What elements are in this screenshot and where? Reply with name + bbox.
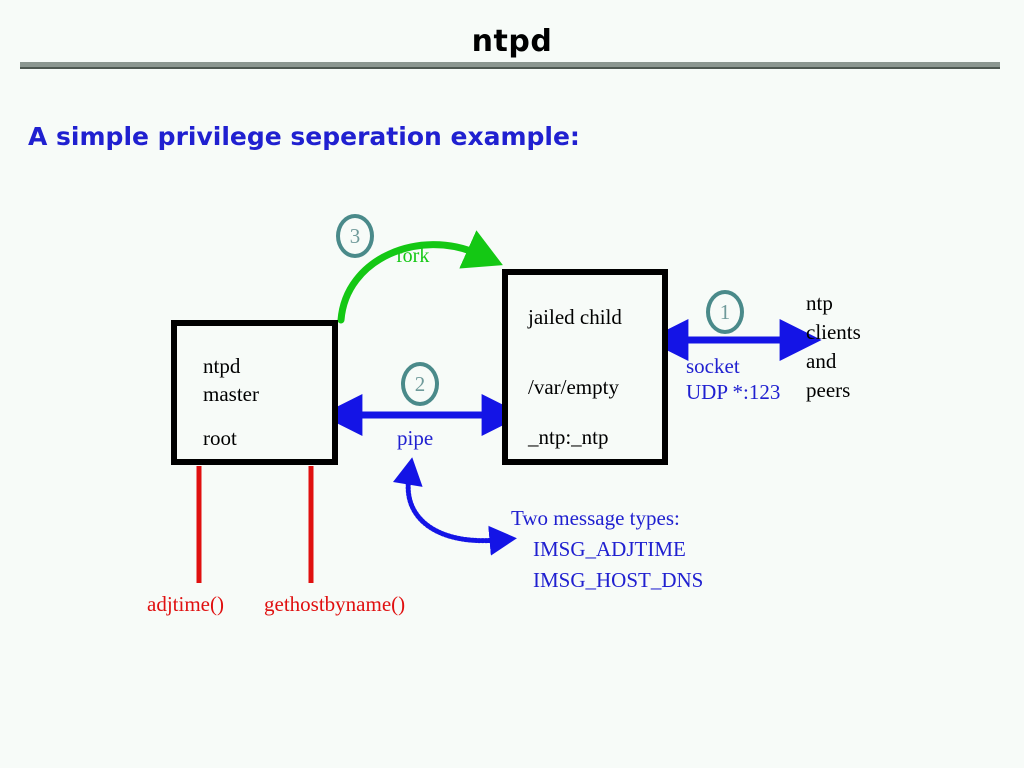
master-process-name: ntpd bbox=[203, 354, 241, 378]
syscall-label-gethostbyname: gethostbyname() bbox=[264, 592, 406, 616]
process-box-jailed-child: jailed child /var/empty _ntp:_ntp bbox=[502, 269, 668, 465]
message-types-heading: Two message types: bbox=[511, 506, 680, 530]
syscall-label-adjtime: adjtime() bbox=[147, 592, 224, 616]
header-divider bbox=[20, 62, 1000, 69]
fork-arrow bbox=[337, 230, 503, 324]
peers-line-2: clients bbox=[806, 320, 861, 344]
pipe-label: pipe bbox=[397, 426, 434, 450]
message-type-imsg-host-dns: IMSG_HOST_DNS bbox=[533, 568, 704, 592]
socket-port-label: UDP *:123 bbox=[686, 380, 781, 404]
step-badge-1: 1 bbox=[706, 290, 744, 334]
ntp-clients-and-peers-label: ntp clients and peers bbox=[806, 289, 861, 405]
slide-subtitle: A simple privilege seperation example: bbox=[28, 122, 580, 151]
page-title: ntpd bbox=[471, 24, 553, 59]
master-process-user: root bbox=[203, 426, 237, 450]
message-types-callout-arrow bbox=[392, 457, 517, 556]
child-process-user: _ntp:_ntp bbox=[528, 425, 609, 449]
child-process-name: jailed child bbox=[528, 305, 622, 329]
socket-label: socket bbox=[686, 354, 740, 378]
master-process-role: master bbox=[203, 382, 259, 406]
step-badge-3: 3 bbox=[336, 214, 374, 258]
peers-line-1: ntp bbox=[806, 291, 833, 315]
step-badge-2: 2 bbox=[401, 362, 439, 406]
message-types-callout: Two message types: IMSG_ADJTIME IMSG_HOS… bbox=[511, 503, 703, 596]
peers-line-4: peers bbox=[806, 378, 851, 402]
process-box-master: ntpd master root bbox=[171, 320, 338, 465]
child-process-chroot: /var/empty bbox=[528, 375, 619, 399]
peers-line-3: and bbox=[806, 349, 837, 373]
fork-label: fork bbox=[396, 245, 430, 267]
message-type-imsg-adjtime: IMSG_ADJTIME bbox=[533, 537, 686, 561]
